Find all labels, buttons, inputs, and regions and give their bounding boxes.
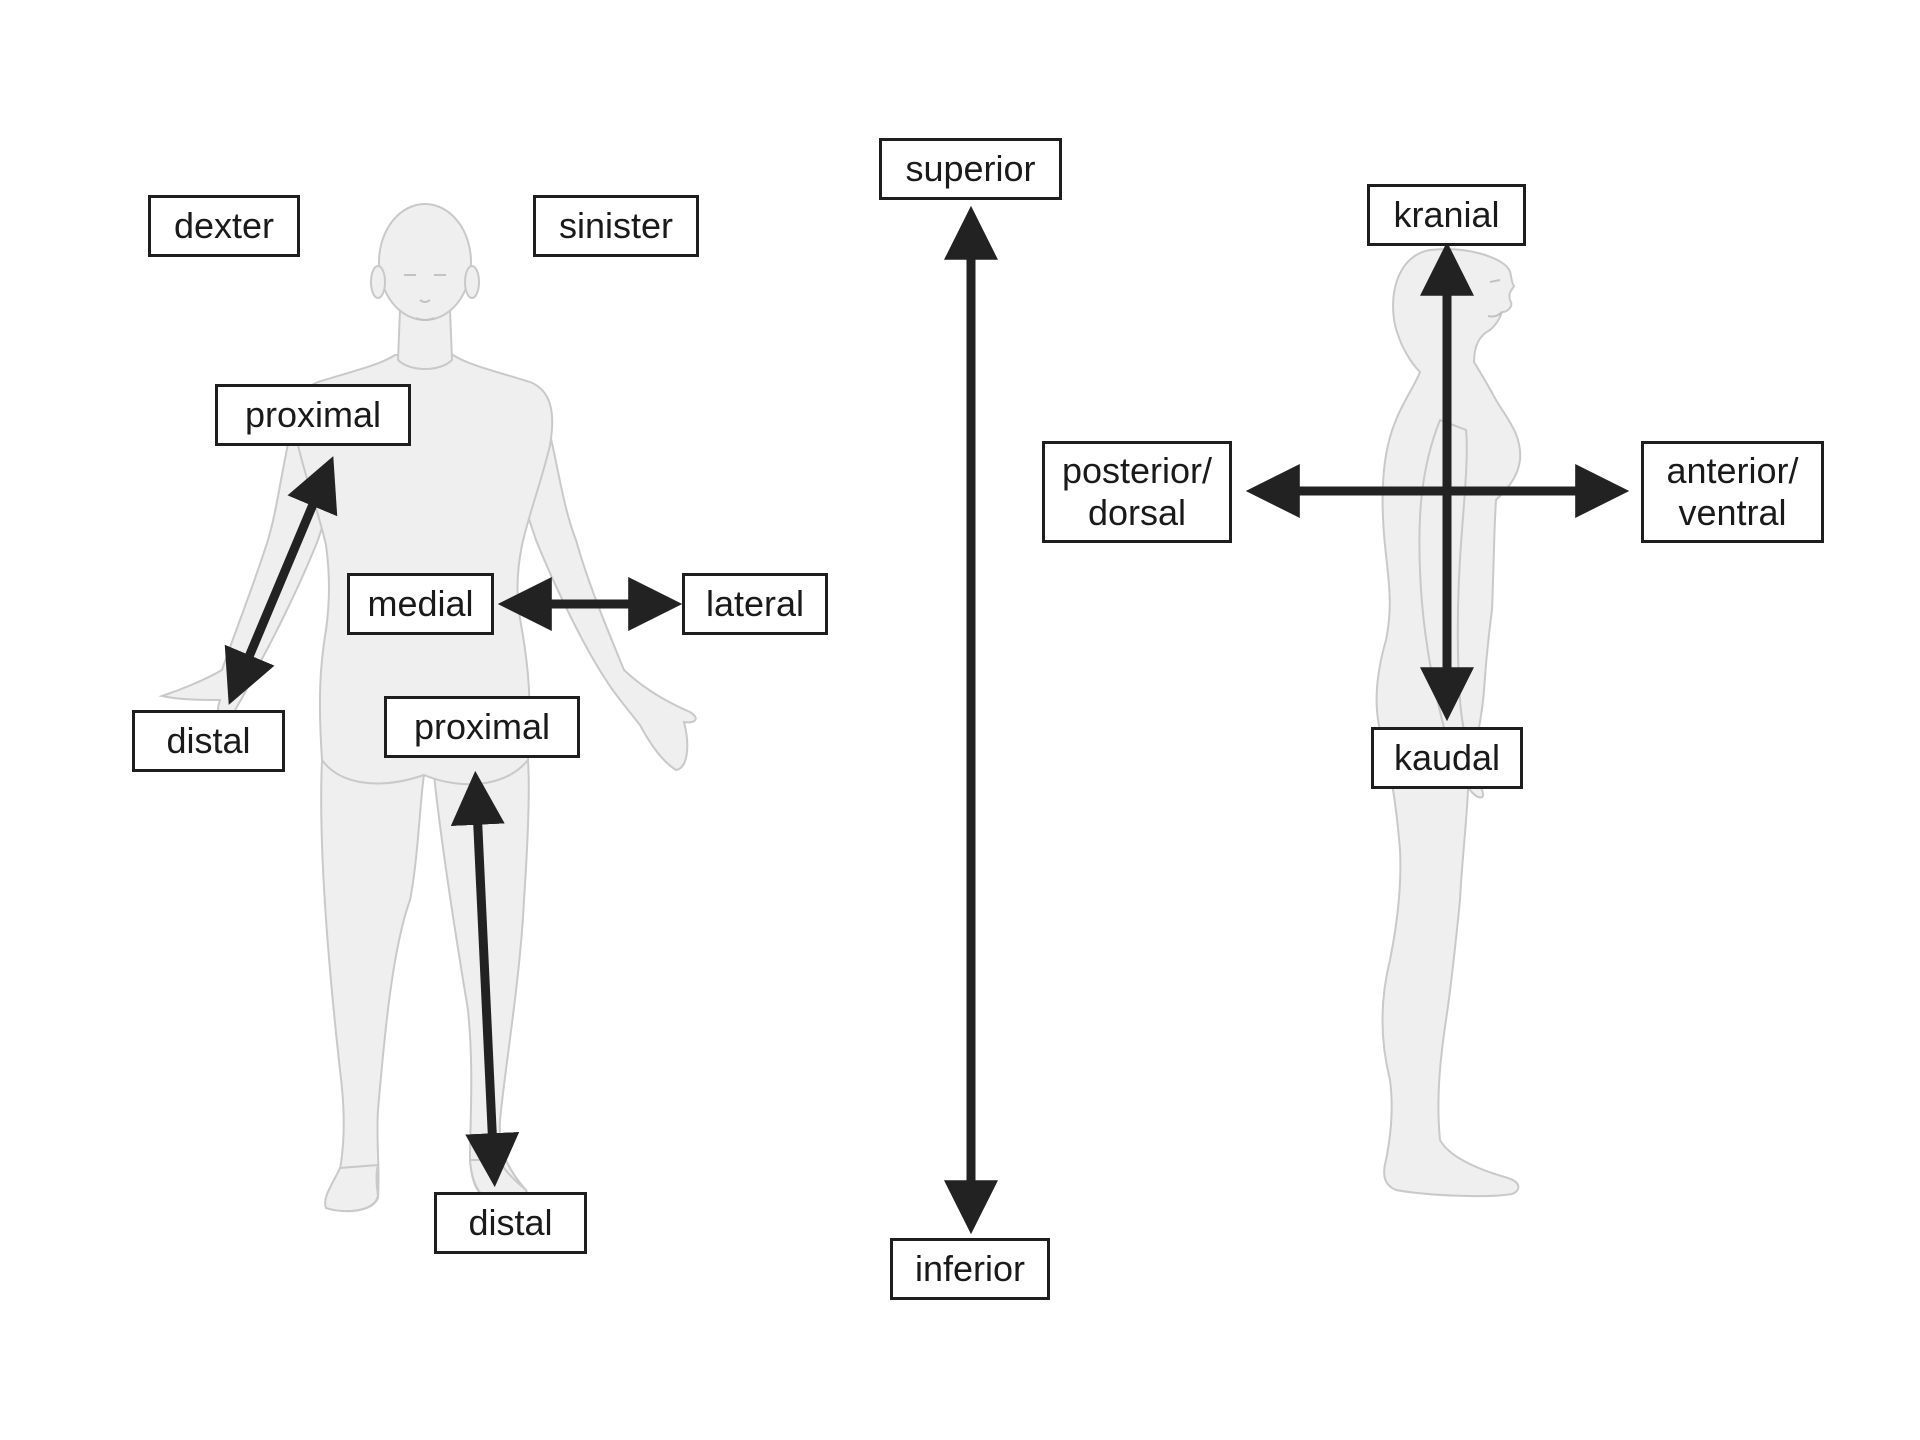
label-medial: medial [347,573,494,635]
label-anterior-line2: ventral [1678,492,1787,533]
front-left-leg [320,758,426,1213]
label-inferior: inferior [890,1238,1050,1300]
label-arm-distal: distal [132,710,285,772]
label-dexter-text: dexter [173,205,275,246]
front-left-foot [324,1163,380,1213]
front-torso [294,354,554,786]
label-posterior-line1: posterior/ [1061,450,1213,491]
label-posterior-line2: dorsal [1087,492,1187,533]
label-leg-proximal: proximal [384,696,580,758]
label-dexter: dexter [148,195,300,257]
label-lateral: lateral [682,573,828,635]
arm-proximal-distal-arrow [224,456,338,705]
label-arm-proximal: proximal [215,384,411,446]
label-superior-text: superior [905,148,1036,189]
label-kranial-text: kranial [1393,194,1500,235]
label-sinister-text: sinister [558,205,674,246]
label-kaudal-text: kaudal [1393,737,1501,778]
label-lateral-text: lateral [705,583,805,624]
front-neck [396,309,454,370]
label-arm-proximal-text: proximal [244,394,382,435]
label-inferior-text: inferior [914,1248,1026,1289]
leg-proximal-distal-arrow [450,770,520,1188]
front-right-ear [464,265,480,299]
side-face-details [1487,279,1503,318]
direction-arrows [224,205,1630,1235]
front-face-details [404,274,446,321]
front-left-ear [370,265,386,299]
label-leg-distal: distal [434,1192,587,1254]
label-posterior-dorsal: posterior/ dorsal [1042,441,1232,543]
label-anterior-ventral: anterior/ ventral [1641,441,1824,543]
label-arm-distal-text: distal [166,720,251,761]
label-leg-proximal-text: proximal [413,706,551,747]
label-leg-distal-text: distal [468,1202,553,1243]
label-superior: superior [879,138,1062,200]
label-medial-text: medial [367,583,474,624]
label-kaudal: kaudal [1371,727,1523,789]
label-kranial: kranial [1367,184,1526,246]
label-sinister: sinister [533,195,699,257]
label-anterior-line1: anterior/ [1666,450,1799,491]
